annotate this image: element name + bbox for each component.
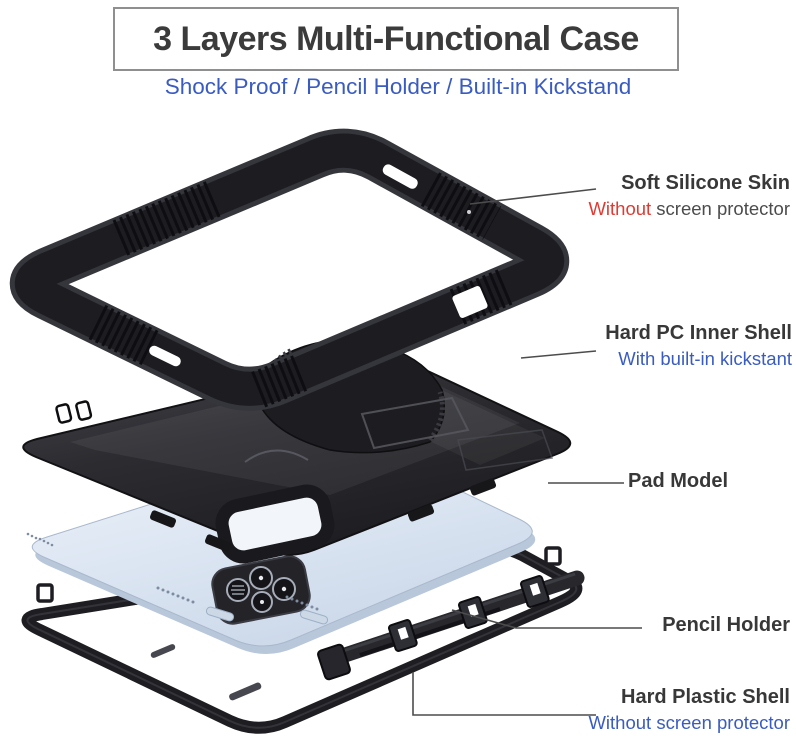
frame-hook (36, 583, 54, 603)
leader-line-pc-shell (520, 350, 597, 359)
callout-title: Hard PC Inner Shell (605, 322, 792, 344)
shell-tab (469, 478, 497, 496)
speaker-holes (26, 532, 319, 611)
hard-pc-shell-layer (22, 339, 572, 564)
page-title: 3 Layers Multi-Functional Case (153, 19, 639, 58)
edge-port (205, 606, 235, 622)
kickstand-recess (457, 429, 554, 471)
shell-tab (204, 534, 232, 552)
silicone-cutout (382, 164, 418, 189)
silicone-cutout (149, 345, 181, 367)
frame-hook (544, 546, 562, 566)
leader-line-silicone (469, 188, 597, 205)
leader-line-pencil-holder (451, 609, 642, 629)
camera-module (211, 555, 311, 625)
silicone-cutout (452, 286, 488, 318)
title-box: 3 Layers Multi-Functional Case (113, 7, 679, 71)
hard-plastic-shell-layer (21, 539, 585, 734)
shell-tab (407, 504, 435, 522)
edge-port (299, 609, 329, 625)
frame-slot (150, 644, 176, 658)
callout-soft-silicone-skin: Soft Silicone Skin Without screen protec… (588, 171, 790, 220)
camera-cutout (215, 484, 335, 564)
callout-title: Hard Plastic Shell (621, 686, 790, 708)
shell-slots (55, 400, 93, 424)
grip-texture (86, 172, 513, 409)
callout-title: Pad Model (628, 470, 729, 492)
subtitle-rest: screen protector (651, 197, 790, 219)
camera-lens (226, 566, 296, 613)
frame-slot (229, 682, 262, 701)
silicone-skin-layer (10, 128, 569, 411)
mic-hole (467, 210, 471, 214)
callout-pencil-holder: Pencil Holder (662, 613, 790, 639)
callout-pad-model: Pad Model (628, 469, 728, 495)
callout-hard-pc-inner-shell: Hard PC Inner Shell With built-in kickst… (605, 321, 792, 370)
callout-subtitle: Without screen protector (588, 197, 790, 221)
page-subtitle: Shock Proof / Pencil Holder / Built-in K… (164, 74, 632, 99)
leader-line-plastic-shell (412, 672, 596, 716)
highlight-word: Without (588, 197, 652, 219)
callout-title: Pencil Holder (662, 614, 790, 636)
callout-hard-plastic-shell: Hard Plastic Shell Without screen protec… (588, 685, 790, 734)
callout-subtitle: With built-in kickstant (618, 347, 792, 369)
leader-lines (412, 188, 642, 716)
kickstand-recess (360, 396, 470, 450)
callout-title: Soft Silicone Skin (621, 172, 790, 194)
callout-subtitle: Without screen protector (588, 711, 790, 733)
shell-tab (149, 510, 177, 528)
